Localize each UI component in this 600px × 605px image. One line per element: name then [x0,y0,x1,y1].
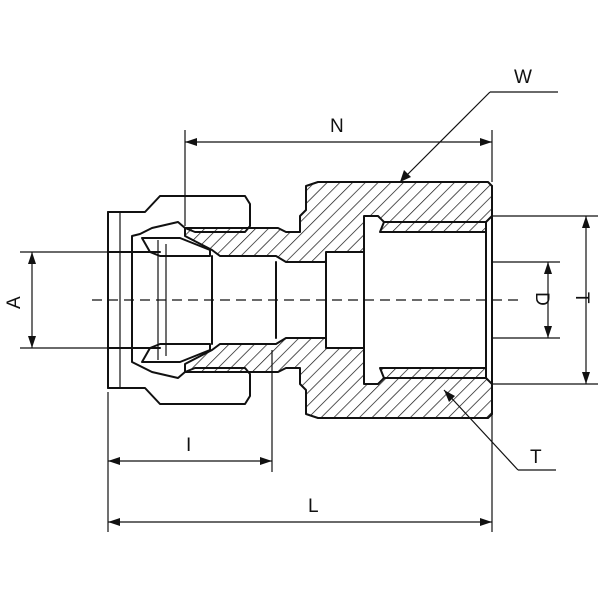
label-d: D [531,292,552,306]
label-w: W [514,67,532,88]
dimension-d [492,261,560,339]
dimension-a [20,251,108,349]
body-upper-section [184,181,493,263]
label-a: A [4,296,25,309]
label-n: N [330,116,344,137]
dimension-i [107,350,273,472]
label-t-port: T [530,447,542,468]
body-lower-section [184,337,493,419]
label-t-thread: T [571,292,592,304]
dimension-l [107,414,493,532]
dimension-t-thread [492,215,598,385]
tube-end [107,251,161,349]
leader-w [399,91,558,183]
leader-t-port [443,389,556,471]
label-i: I [186,435,191,456]
label-l: L [308,496,319,517]
